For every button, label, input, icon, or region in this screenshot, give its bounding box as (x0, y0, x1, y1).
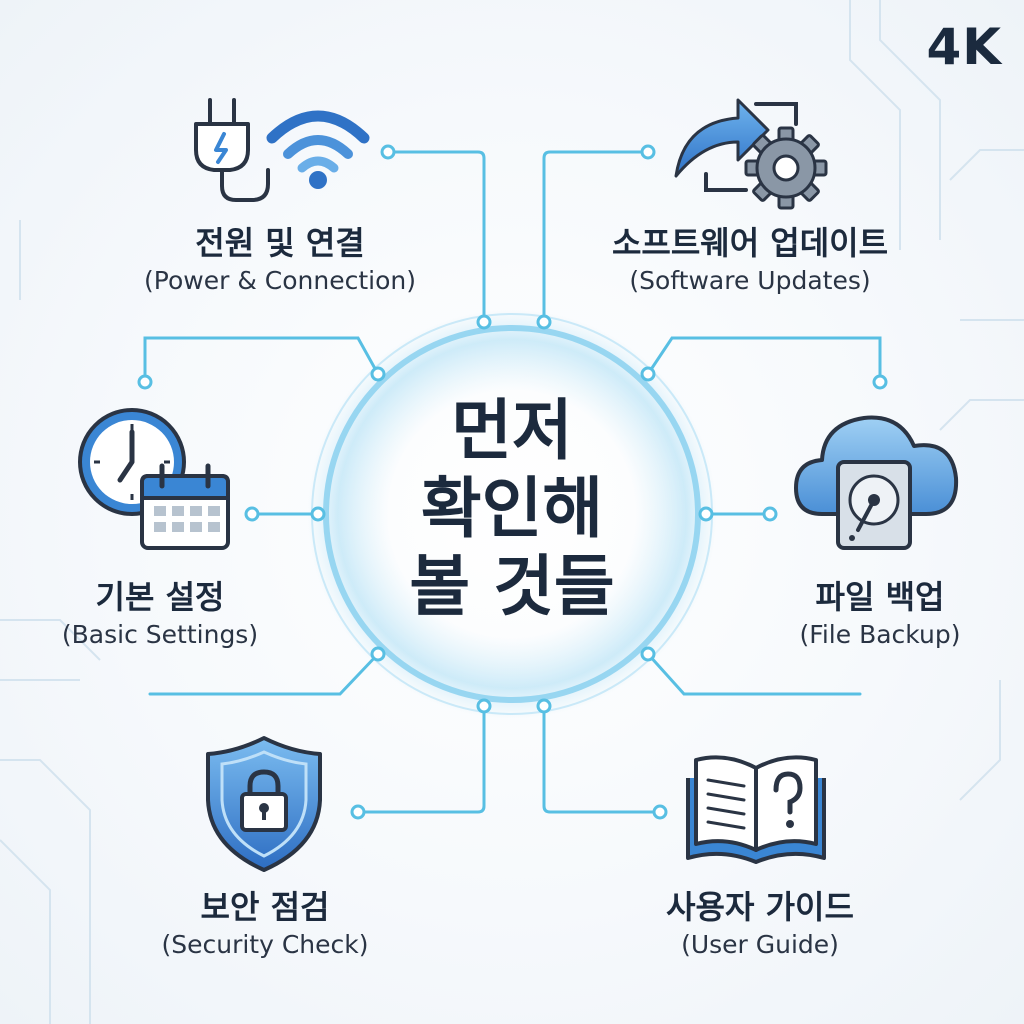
label-en: (User Guide) (681, 930, 839, 959)
label-ko: 전원 및 연결 (195, 224, 365, 262)
connector-software (542, 150, 650, 324)
plug-wifi-icon (194, 98, 370, 202)
lock-icon (240, 769, 288, 832)
label-software-updates: 소프트웨어 업데이트 (Software Updates) (570, 222, 930, 298)
label-en: (Security Check) (161, 930, 369, 959)
connector-power (386, 150, 486, 324)
gear-icon (744, 126, 828, 210)
label-ko: 보안 점검 (200, 888, 330, 926)
label-en: (Power & Connection) (144, 266, 416, 295)
book-left-page (694, 755, 758, 852)
update-arrow-icon (674, 98, 770, 178)
label-ko: 소프트웨어 업데이트 (611, 224, 889, 262)
label-file-backup: 파일 백업 (File Backup) (760, 576, 1000, 652)
connector-backup-top (646, 336, 882, 384)
label-en: (Software Updates) (629, 266, 871, 295)
label-basic-settings: 기본 설정 (Basic Settings) (30, 576, 290, 652)
cloud-drive-icon (794, 415, 959, 550)
update-gear-icon (674, 98, 828, 210)
plug-icon (194, 98, 270, 202)
center-title: 먼저 확인해 볼 것들 (362, 392, 662, 626)
connector-guide (542, 704, 662, 814)
center-ring (323, 325, 701, 703)
label-power-connection: 전원 및 연결 (Power & Connection) (120, 222, 440, 298)
wifi-icon (266, 110, 370, 189)
book-question-icon (686, 755, 826, 864)
label-en: (File Backup) (799, 620, 961, 649)
center-title-line-3: 볼 것들 (409, 548, 615, 625)
label-ko: 사용자 가이드 (666, 888, 854, 926)
center-title-line-1: 먼저 (451, 392, 573, 469)
center-glow (307, 309, 717, 719)
label-user-guide: 사용자 가이드 (User Guide) (620, 886, 900, 962)
label-ko: 기본 설정 (95, 578, 225, 616)
calendar-icon (140, 463, 230, 550)
connectors (143, 150, 882, 814)
label-en: (Basic Settings) (61, 620, 259, 649)
resolution-badge: 4K (926, 18, 1002, 76)
connector-settings-top (143, 336, 380, 384)
hard-drive-icon (836, 460, 912, 550)
connector-right-bottom (646, 652, 862, 696)
connector-left-bottom (148, 652, 380, 696)
shield-lock-icon (206, 736, 322, 872)
center-title-line-2: 확인해 (420, 470, 604, 547)
connector-nodes (137, 144, 888, 820)
book-right-page (754, 755, 818, 852)
connector-security (356, 704, 486, 814)
label-ko: 파일 백업 (815, 578, 945, 616)
clock-calendar-icon (78, 408, 230, 550)
label-security-check: 보안 점검 (Security Check) (130, 886, 400, 962)
question-mark-icon (773, 771, 803, 815)
